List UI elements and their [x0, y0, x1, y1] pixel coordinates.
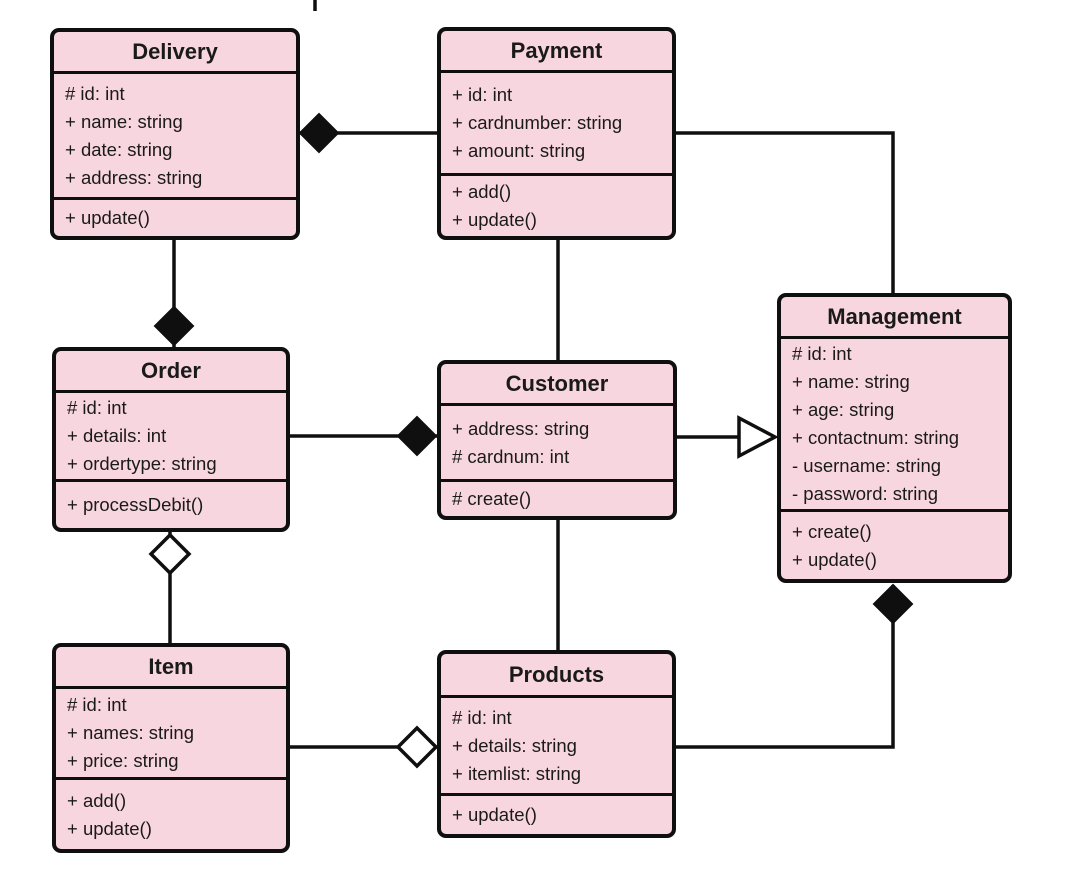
composition-diamond-icon-delivery [298, 112, 340, 154]
class-methods: + create() + update() [781, 512, 1008, 579]
member-line: + ordertype: string [67, 453, 217, 474]
class-attributes: # id: int + names: string + price: string [56, 689, 286, 780]
member-line: + update() [67, 817, 152, 839]
member-line: + add() [67, 789, 127, 811]
member-line: + name: string [65, 110, 183, 132]
member-line: + update() [452, 804, 537, 825]
member-line: # cardnum: int [452, 445, 570, 467]
member-line: + details: string [452, 734, 577, 756]
member-line: # id: int [452, 706, 512, 728]
edge-payment-management [676, 131, 895, 293]
member-line: + address: string [452, 417, 590, 439]
class-title: Management [781, 297, 1008, 339]
member-line: + price: string [67, 750, 179, 771]
member-line: + contactnum: string [792, 427, 960, 448]
member-line: + details: int [67, 425, 167, 446]
class-attributes: # id: int + name: string + age: string + co… [781, 339, 1008, 512]
edge-products-management [676, 585, 895, 749]
member-line: + add() [452, 181, 512, 202]
class-attributes: # id: int + details: string + itemlist: st… [441, 698, 672, 796]
composition-diamond-icon-customer [396, 415, 438, 457]
member-line: + update() [65, 207, 150, 228]
class-attributes: + address: string # cardnum: int [441, 406, 673, 482]
class-products[interactable]: Products # id: int + details: string + ite… [437, 650, 676, 838]
class-methods: + update() [54, 200, 296, 236]
aggregation-diamond-icon-products [395, 725, 439, 769]
class-methods: + update() [441, 796, 672, 834]
class-methods: # create() [441, 482, 673, 516]
composition-diamond-icon-order [153, 305, 195, 347]
member-line: # id: int [67, 694, 127, 715]
class-attributes: # id: int + details: int + ordertype: stri… [56, 393, 286, 482]
member-line: + name: string [792, 371, 910, 392]
class-delivery[interactable]: Delivery # id: int + name: string + date: … [50, 28, 300, 240]
member-line: + amount: string [452, 140, 586, 161]
class-title: Delivery [54, 32, 296, 74]
member-line: + age: string [792, 399, 895, 420]
member-line: + create() [792, 520, 872, 542]
composition-diamond-icon-management [872, 583, 914, 625]
member-line: # id: int [67, 397, 127, 418]
class-customer[interactable]: Customer + address: string # cardnum: int… [437, 360, 677, 520]
class-item[interactable]: Item # id: int + names: string + price: st… [52, 643, 290, 853]
member-line: + update() [792, 548, 877, 570]
member-line: + processDebit() [67, 494, 204, 515]
member-line: # id: int [792, 343, 852, 364]
member-line: # create() [452, 488, 532, 509]
member-line: + address: string [65, 166, 203, 188]
member-line: + update() [452, 209, 537, 230]
member-line: - username: string [792, 455, 942, 476]
generalization-arrow-icon-management [737, 415, 779, 459]
class-title: Payment [441, 31, 672, 73]
member-line: + id: int [452, 84, 513, 105]
aggregation-diamond-icon-order [148, 532, 192, 576]
class-management[interactable]: Management # id: int + name: string + age:… [777, 293, 1012, 583]
member-line: - password: string [792, 483, 938, 504]
class-order[interactable]: Order # id: int + details: int + ordertype… [52, 347, 290, 532]
member-line: + names: string [67, 722, 194, 743]
class-title: Customer [441, 364, 673, 406]
class-title: Item [56, 647, 286, 689]
class-methods: + processDebit() [56, 482, 286, 528]
member-line: + cardnumber: string [452, 112, 623, 133]
class-attributes: + id: int + cardnumber: string + amount: s… [441, 73, 672, 176]
member-line: # id: int [65, 82, 125, 104]
class-attributes: # id: int + name: string + date: string + a… [54, 74, 296, 200]
class-methods: + add() + update() [441, 176, 672, 236]
class-methods: + add() + update() [56, 780, 286, 849]
class-title: Products [441, 654, 672, 698]
member-line: + itemlist: string [452, 762, 582, 784]
class-payment[interactable]: Payment + id: int + cardnumber: string + a… [437, 27, 676, 240]
member-line: + date: string [65, 138, 173, 160]
class-title: Order [56, 351, 286, 393]
